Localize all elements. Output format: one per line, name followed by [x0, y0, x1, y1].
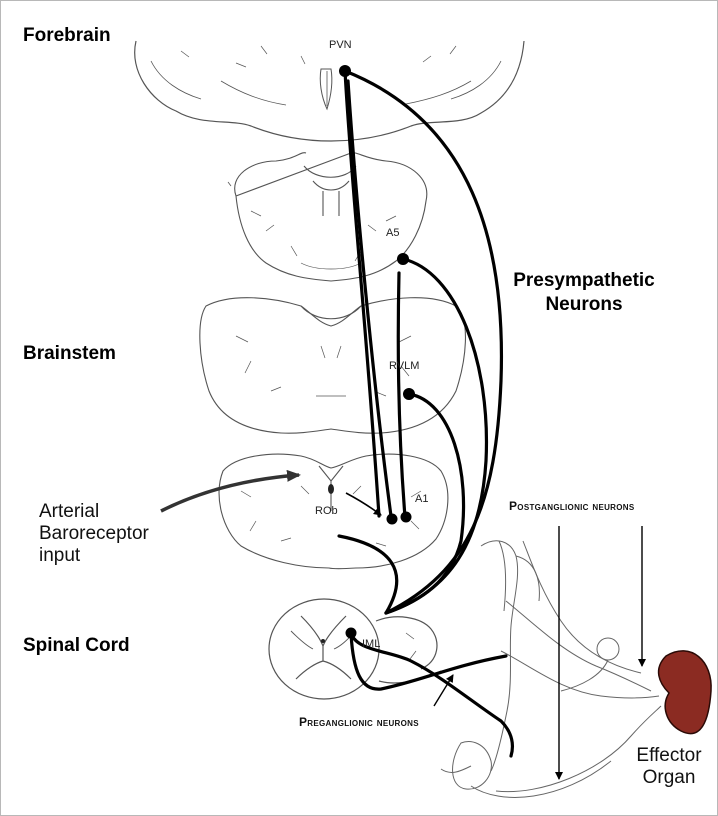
pvn-label: PVN — [329, 39, 352, 51]
rvlm-label: RVLM — [389, 360, 419, 372]
pvn-node — [339, 65, 351, 77]
a1-node-left — [387, 514, 398, 525]
a5-node — [397, 253, 409, 265]
postganglionic-neurons-label: Postganglionic neurons — [509, 499, 635, 513]
spinal-cord-label: Spinal Cord — [23, 635, 130, 657]
preganglionic-neurons-label: Preganglionic neurons — [299, 715, 419, 729]
arterial-line3: input — [39, 545, 149, 567]
presympathetic-neurons-label: Presympathetic Neurons — [509, 269, 659, 317]
spinal-cord-section — [269, 599, 441, 699]
presympathetic-line2: Neurons — [509, 293, 659, 317]
arterial-baroreceptor-label: Arterial Baroreceptor input — [39, 501, 149, 567]
presympathetic-pathways — [339, 71, 512, 756]
effector-organ-kidney-shape — [659, 651, 712, 734]
medulla-rvlm-section — [200, 298, 466, 434]
presympathetic-line1: Presympathetic — [509, 269, 659, 293]
forebrain-section — [135, 41, 524, 141]
pons-section — [228, 153, 427, 281]
brainstem-label: Brainstem — [23, 343, 116, 365]
effector-line2: Organ — [623, 767, 715, 789]
a1-label: A1 — [415, 493, 428, 505]
forebrain-label: Forebrain — [23, 25, 111, 47]
effector-line1: Effector — [623, 745, 715, 767]
rob-to-a1-arrow — [346, 493, 381, 515]
baroreceptor-input-arrow — [161, 475, 299, 511]
rob-label: ROb — [315, 505, 338, 517]
a1-node-right — [401, 512, 412, 523]
arterial-line2: Baroreceptor — [39, 523, 149, 545]
a5-label: A5 — [386, 227, 399, 239]
iml-node — [346, 628, 357, 639]
arterial-line1: Arterial — [39, 501, 149, 523]
rvlm-node — [403, 388, 415, 400]
effector-organ-label: Effector Organ — [623, 745, 715, 789]
iml-label: IML — [362, 638, 380, 650]
